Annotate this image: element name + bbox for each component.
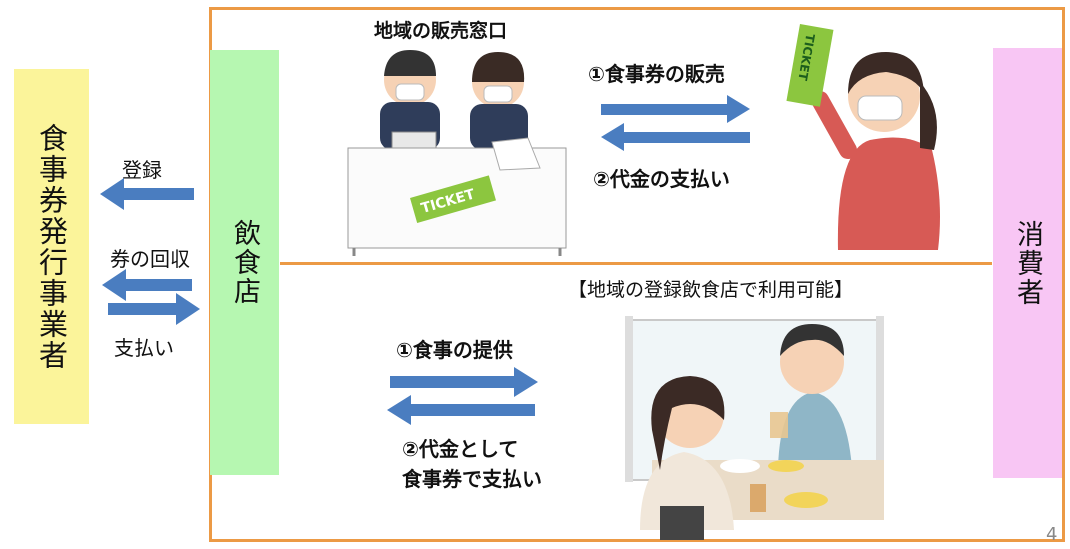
arrow-registration — [100, 178, 194, 210]
payment-label: 支払い — [114, 336, 174, 360]
pay-by-voucher-label-1: ②代金として — [402, 437, 519, 461]
pay-by-voucher-label-2: 食事券で支払い — [402, 467, 542, 491]
issuer-box: 食事券発行事業者 — [14, 69, 89, 424]
held-ticket: TICKET — [786, 24, 834, 107]
arrow-pay-by-voucher — [387, 395, 535, 425]
sales-window-title: 地域の販売窓口 — [374, 20, 508, 42]
voucher-sale-label: ①食事券の販売 — [588, 62, 725, 86]
price-payment-label: ②代金の支払い — [593, 167, 730, 191]
arrow-payment-to-restaurant — [108, 293, 200, 325]
consumer-with-ticket-illustration: TICKET — [786, 24, 940, 250]
restaurant-box: 飲食店 — [210, 50, 279, 475]
sales-counter-illustration: TICKET — [347, 50, 567, 256]
restaurant-label: 飲食店 — [229, 219, 260, 306]
registration-label: 登録 — [122, 158, 162, 182]
arrow-price-payment — [601, 123, 750, 151]
section-divider — [280, 262, 992, 265]
page-number: 4 — [1046, 524, 1058, 545]
consumer-label: 消費者 — [1012, 219, 1043, 307]
usable-restaurants-note: 【地域の登録飲食店で利用可能】 — [568, 279, 854, 301]
issuer-label: 食事券発行事業者 — [34, 122, 69, 371]
voucher-collection-label: 券の回収 — [110, 247, 190, 271]
consumer-box: 消費者 — [993, 48, 1062, 478]
arrow-voucher-collection — [102, 269, 192, 301]
arrow-voucher-sale — [601, 95, 750, 123]
dining-illustration — [625, 316, 884, 540]
arrow-meal-provision — [390, 367, 538, 397]
meal-provision-label: ①食事の提供 — [396, 338, 513, 362]
